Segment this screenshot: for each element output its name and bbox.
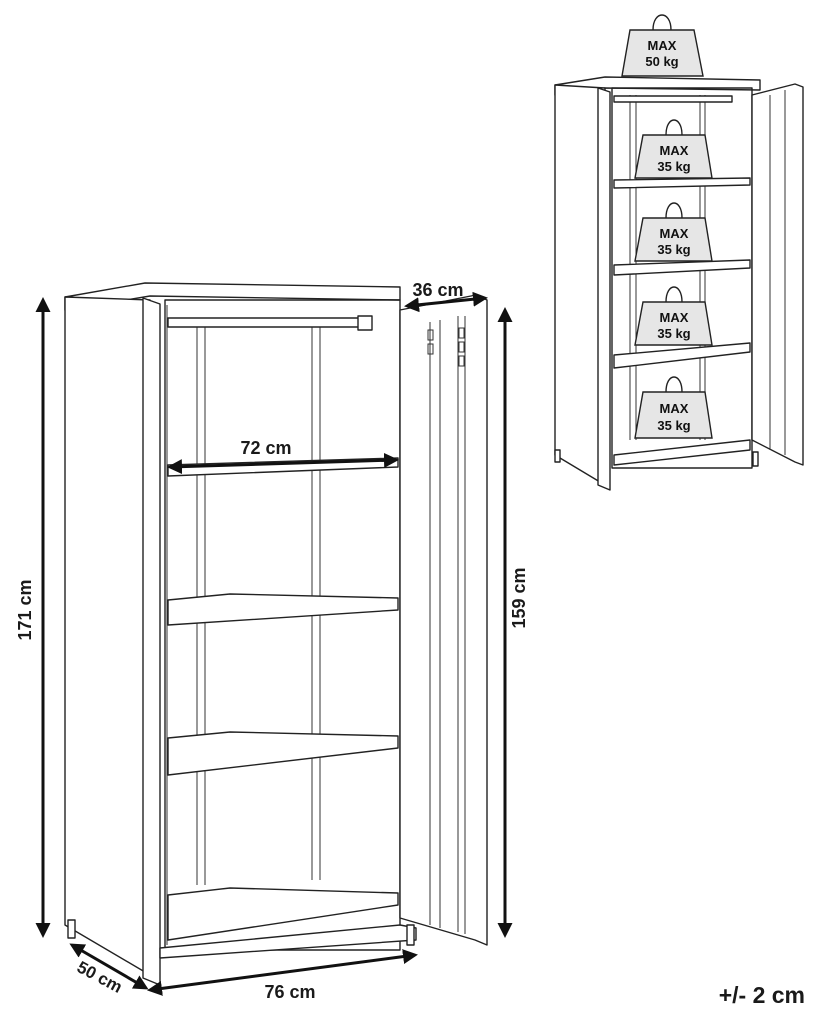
max-weight-shelf-icon: MAX 35 kg: [634, 286, 713, 346]
left-door: [142, 297, 161, 986]
small-hanging-rail: [613, 95, 733, 103]
max-weight-value: 35 kg: [657, 242, 690, 257]
large-cabinet-drawing: [64, 282, 488, 986]
shelf-width-dimension-line: [167, 452, 399, 475]
max-label: MAX: [660, 401, 689, 416]
shelf: [167, 731, 399, 776]
max-weight-shelf-icon: MAX 35 kg: [634, 202, 713, 262]
max-weight-shelf-icon: MAX 35 kg: [634, 119, 713, 179]
cabinet-interior: [164, 299, 401, 951]
depth-dimension-line: [69, 943, 149, 990]
small-cabinet-drawing: [554, 76, 804, 491]
max-label: MAX: [660, 143, 689, 158]
shelf: [167, 593, 399, 626]
foot: [67, 919, 76, 939]
small-shelf: [613, 342, 751, 369]
small-foot: [752, 451, 759, 467]
right-door: [399, 294, 488, 946]
small-foot: [554, 449, 561, 463]
cabinet-side-panel: [64, 296, 151, 976]
depth-label: 50 cm: [74, 957, 125, 996]
dimension-lines: [35, 291, 513, 996]
small-right-door: [751, 83, 804, 466]
max-weight-shelf-icon: MAX 35 kg: [634, 376, 713, 439]
max-weight-value: 35 kg: [657, 159, 690, 174]
small-left-door: [597, 87, 611, 491]
hanging-rail: [167, 315, 373, 331]
small-shelf: [613, 177, 751, 189]
max-label: MAX: [660, 310, 689, 325]
small-shelf: [613, 439, 751, 466]
shelf-width-label: 72 cm: [240, 438, 291, 458]
small-shelf: [613, 259, 751, 276]
max-weight-value: 50 kg: [645, 54, 678, 69]
door-vents: [427, 327, 465, 367]
max-weight-value: 35 kg: [657, 418, 690, 433]
door-width-label: 36 cm: [412, 280, 463, 300]
max-label: MAX: [660, 226, 689, 241]
total-height-label: 171 cm: [15, 579, 35, 640]
door-height-label: 159 cm: [509, 567, 529, 628]
tolerance-label: +/- 2 cm: [719, 982, 805, 1008]
max-weight-top-icon: MAX 50 kg: [621, 14, 704, 77]
max-weight-value: 35 kg: [657, 326, 690, 341]
shelf: [167, 887, 399, 941]
max-label: MAX: [648, 38, 677, 53]
width-dimension-line: [147, 949, 418, 996]
door-width-dimension-line: [404, 291, 488, 313]
foot: [406, 924, 415, 946]
width-label: 76 cm: [264, 982, 315, 1002]
